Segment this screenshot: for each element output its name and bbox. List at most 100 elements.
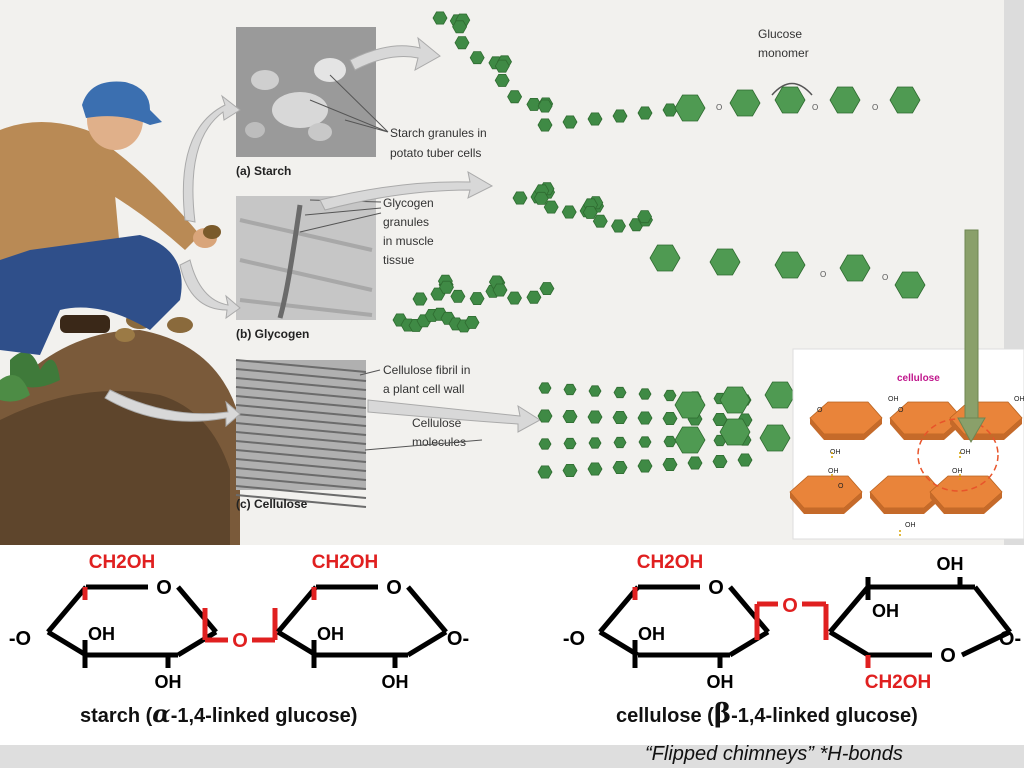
- fibril-line: [235, 476, 367, 490]
- oh-label: OH: [88, 624, 115, 644]
- svg-text:Cellulose fibril in: Cellulose fibril in: [383, 363, 470, 377]
- glucose-hexagon: [637, 411, 653, 425]
- glucose-hexagon: [889, 86, 921, 114]
- glucose-hexagon: [839, 254, 871, 282]
- glucose-hexagon: [687, 456, 703, 470]
- glycogen-micrograph: [236, 196, 376, 320]
- inset-oh-label: OH: [905, 522, 916, 529]
- bond-line: [728, 629, 770, 658]
- glucose-monomer-label: Glucose monomer: [758, 27, 809, 60]
- svg-text:potato tuber cells: potato tuber cells: [390, 146, 481, 160]
- glucose-hexagon: [538, 438, 552, 450]
- chain-link-label: O: [820, 270, 826, 279]
- fibril-line: [235, 458, 367, 472]
- bond-line: [598, 629, 640, 658]
- glucose-hexagon: [712, 455, 728, 468]
- glucose-hexagon: [537, 409, 553, 423]
- glucose-hexagon: [563, 383, 577, 396]
- glucose-hexagon: [533, 191, 549, 205]
- glucose-hexagon: [452, 20, 468, 34]
- bond-line: [46, 585, 88, 634]
- oh-label: OH: [317, 624, 344, 644]
- glucose-hexagon: [588, 385, 602, 397]
- glucose-hexagon: [494, 74, 510, 87]
- fibril-line: [235, 485, 367, 499]
- glucose-hexagon: [562, 410, 578, 423]
- inset-oh-label: OH: [952, 468, 963, 475]
- starch-micrograph: [236, 27, 376, 157]
- glycogen-granules-label: Glycogen granules in muscle tissue: [383, 196, 434, 267]
- glucose-hexagon: [588, 437, 602, 449]
- glycosidic-oxygen-label: O: [782, 595, 798, 617]
- glucose-hexagon: [562, 115, 578, 129]
- glucose-chains: [392, 11, 926, 479]
- ring-oxygen-label: O: [156, 577, 172, 599]
- fibril-line: [235, 395, 367, 409]
- bond-line: [46, 629, 88, 658]
- svg-text:monomer: monomer: [758, 46, 809, 60]
- glucose-hexagon: [759, 424, 791, 452]
- oh-label: OH: [937, 554, 964, 574]
- chain-link-label: O: [812, 103, 818, 112]
- glucose-hexagon: [611, 219, 626, 233]
- glucose-hexagon: [774, 251, 806, 279]
- glucose-hexagon: [774, 86, 806, 114]
- flow-arrows: [104, 36, 541, 433]
- starch-panel-label: (a) Starch: [236, 164, 291, 178]
- ring-oxygen-label: O: [708, 577, 724, 599]
- glucose-hexagon: [638, 436, 652, 448]
- glucose-hexagon: [494, 59, 510, 73]
- oh-label: OH: [872, 601, 899, 621]
- glucose-hexagon: [561, 205, 577, 219]
- flipped-chimneys-note: “Flipped chimneys” *H-bonds: [645, 743, 903, 765]
- structural-formulas: -OOCH2OHOHOHOOCH2OHOHOHO--OOCH2OHOHOHOOO…: [9, 552, 1021, 693]
- ch2oh-label: CH2OH: [312, 552, 379, 573]
- glucose-hexagon: [637, 106, 653, 120]
- bond-line: [406, 585, 448, 634]
- bond-line: [960, 629, 1012, 658]
- glucose-hexagon: [612, 109, 628, 123]
- glucose-hexagon: [582, 206, 598, 219]
- svg-text:Cellulose: Cellulose: [412, 416, 462, 430]
- glucose-hexagon: [612, 461, 628, 474]
- ch2oh-label: CH2OH: [637, 552, 704, 573]
- glucose-hexagon: [637, 210, 653, 224]
- inset-glucose-ring: [929, 475, 1003, 514]
- inset-oh-label: OH: [828, 468, 839, 475]
- oh-label: OH: [155, 672, 182, 692]
- glycosidic-oxygen-label: O: [232, 630, 248, 652]
- glucose-hexagon: [537, 118, 553, 132]
- ring-oxygen-label: O: [940, 645, 956, 667]
- glycogen-panel-label: (b) Glycogen: [236, 327, 309, 341]
- glucose-hexagon: [674, 391, 706, 419]
- glucose-hexagon: [512, 191, 528, 205]
- glucose-hexagon: [764, 381, 796, 409]
- cellulose-molecules-label: Cellulose molecules: [412, 416, 466, 449]
- glucose-hexagon: [562, 464, 578, 477]
- chain-link-label: O: [872, 103, 878, 112]
- glucose-hexagon: [587, 112, 603, 126]
- bond-line: [828, 629, 870, 658]
- glucose-hexagon: [587, 462, 603, 476]
- glucose-hexagon: [464, 316, 480, 329]
- inset-o-label: O: [838, 483, 844, 490]
- svg-text:Glycogen: Glycogen: [383, 196, 434, 210]
- glucose-hexagon: [492, 283, 508, 297]
- inset-oh-label: OH: [1014, 396, 1024, 403]
- glucose-hexagon: [507, 90, 523, 104]
- svg-text:tissue: tissue: [383, 253, 415, 267]
- bond-line: [728, 585, 770, 634]
- cellulose-micrograph: [235, 359, 367, 508]
- glucose-hexagon: [537, 465, 553, 479]
- pointer-arrow: [957, 229, 986, 444]
- glucose-hexagon: [719, 386, 751, 414]
- glucose-hexagon: [662, 458, 678, 471]
- glucose-hexagon: [674, 94, 706, 122]
- glucose-hexagon: [637, 459, 653, 473]
- inset-title: cellulose: [897, 373, 940, 384]
- fibril-line: [235, 440, 367, 454]
- bond-line: [828, 585, 870, 634]
- glucose-hexagon: [613, 436, 627, 449]
- fibril-line: [235, 422, 367, 436]
